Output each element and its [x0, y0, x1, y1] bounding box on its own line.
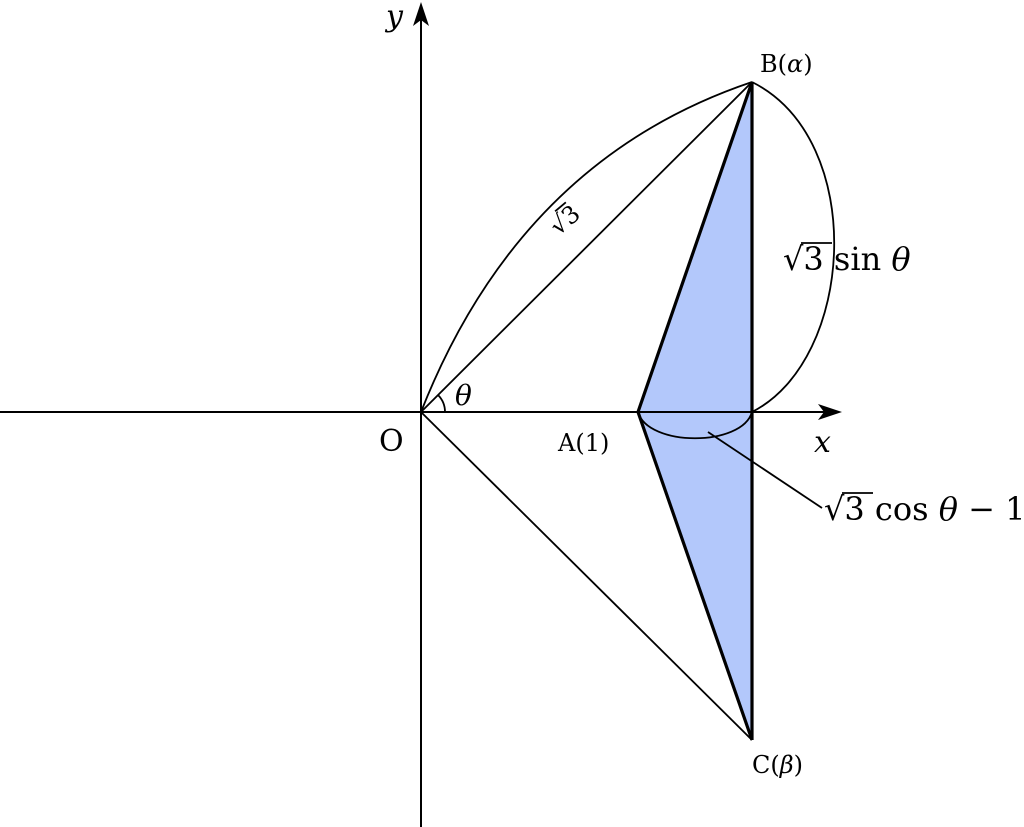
brace-ob — [420, 81, 753, 413]
leader-horizontal — [707, 431, 823, 509]
y-axis-arrowhead — [413, 2, 429, 26]
point-b-label: B(α) — [760, 50, 813, 78]
segment-ab — [636, 81, 754, 413]
length-horizontal-label: √3 cos θ − 1 — [824, 490, 1024, 528]
brace-horizontal — [637, 411, 753, 439]
svg-text:√3 sin θ: √3 sin θ — [783, 240, 911, 278]
x-axis-arrowhead — [818, 404, 842, 420]
svg-text:√3 cos θ − 1: √3 cos θ − 1 — [824, 490, 1024, 528]
segment-ob — [420, 81, 753, 413]
segment-ac — [636, 411, 754, 741]
x-axis-label: x — [814, 425, 831, 460]
point-c-label: C(β) — [752, 751, 803, 779]
angle-theta-arc — [437, 394, 446, 413]
point-a-label: A(1) — [557, 429, 609, 457]
length-vertical-label: √3 sin θ — [783, 240, 911, 278]
segment-oc — [420, 411, 753, 741]
brace-vertical — [751, 81, 836, 413]
y-axis-label: y — [384, 0, 404, 34]
angle-label: θ — [455, 379, 472, 412]
origin-label: O — [379, 424, 404, 459]
